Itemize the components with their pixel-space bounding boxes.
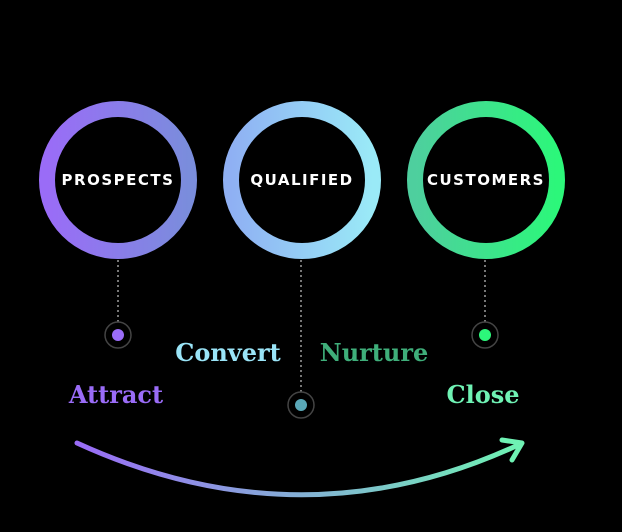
verb-nurture: Nurture (320, 338, 428, 367)
stage-qualified: QUALIFIED (223, 101, 381, 259)
verb-close: Close (446, 380, 519, 409)
marker-customers (471, 321, 499, 349)
stage-label: PROSPECTS (62, 171, 175, 189)
marker-prospects (104, 321, 132, 349)
stage-label: CUSTOMERS (427, 171, 545, 189)
stage-customers: CUSTOMERS (407, 101, 565, 259)
stage-label: QUALIFIED (250, 171, 353, 189)
verb-convert: Convert (175, 338, 281, 367)
flow-arrow (74, 437, 525, 498)
marker-qualified (287, 391, 315, 419)
verb-attract: Attract (68, 380, 163, 409)
stage-prospects: PROSPECTS (39, 101, 197, 259)
arrow-head-icon (499, 437, 525, 463)
